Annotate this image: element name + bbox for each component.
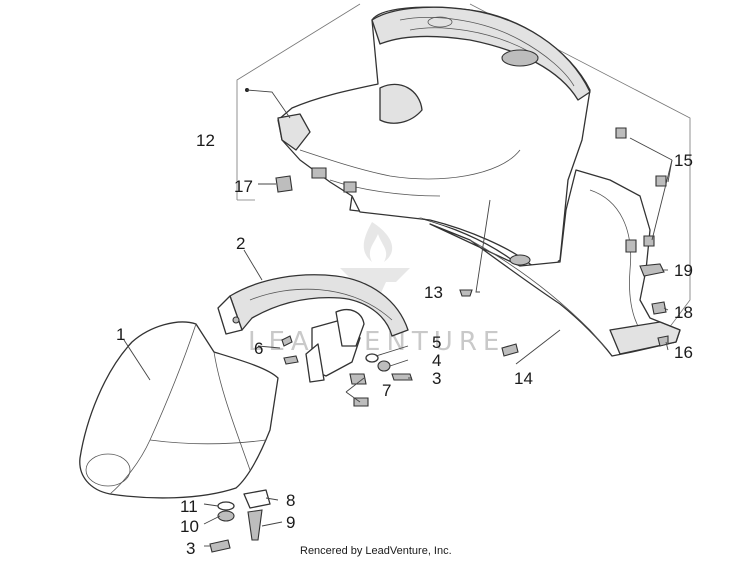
hardware-parts: [209, 127, 669, 553]
bracket-8-part: [243, 489, 271, 509]
footer-credit: Rencered by LeadVenture, Inc.: [300, 545, 452, 557]
part-16: [657, 335, 669, 347]
callout-2: 2: [236, 234, 245, 253]
callout-4: 4: [432, 351, 441, 370]
clip-15a-part: [615, 127, 627, 139]
clip-15c-part: [643, 235, 655, 247]
callout-9: 9: [286, 513, 295, 532]
watermark-logo: [340, 222, 410, 306]
callout-5: 5: [432, 333, 441, 352]
callout-16: 16: [674, 343, 693, 362]
callout-12: 12: [196, 131, 215, 150]
grommet-19-part: [639, 263, 665, 277]
bolt-3-part: [391, 373, 413, 381]
callout-14: 14: [514, 369, 533, 388]
inner-shield-part: [277, 6, 591, 271]
callout-1: 1: [116, 325, 125, 344]
clip-7a-part: [349, 373, 367, 385]
screw-13-part: [459, 289, 473, 297]
callout-17: 17: [234, 177, 253, 196]
screw-9-part: [247, 509, 263, 541]
callout-15: 15: [674, 151, 693, 170]
bolt-14-part: [501, 343, 519, 357]
callout-6: 6: [254, 339, 263, 358]
lower-panel-part: [429, 169, 681, 357]
callout-3: 3: [432, 369, 441, 388]
nut-10-part: [217, 510, 235, 522]
callout-10: 10: [180, 517, 199, 536]
callouts: 1 2 3 3 4 5 6 7 8 9 10 11 12 13 14 15 16…: [116, 131, 693, 558]
washer-11-part: [217, 501, 235, 511]
callout-7: 7: [382, 381, 391, 400]
washer-5-part: [365, 353, 379, 363]
rear-mudguard-part: [217, 274, 409, 383]
leader-lines: [123, 88, 673, 547]
screw-6a-part: [281, 335, 293, 347]
callout-13: 13: [424, 283, 443, 302]
bolt-3b-part: [209, 539, 231, 553]
clip-15b-part: [655, 175, 667, 187]
nut-4-part: [377, 360, 391, 372]
front-mudguard-part: [79, 321, 279, 499]
callout-3-bottom: 3: [186, 539, 195, 558]
callout-19: 19: [674, 261, 693, 280]
assembly-frame: [236, 3, 691, 341]
callout-8: 8: [286, 491, 295, 510]
callout-11: 11: [180, 497, 198, 516]
callout-18: 18: [674, 303, 693, 322]
screw-6b-part: [283, 355, 299, 365]
clip-17-part: [275, 175, 293, 193]
clip-18-part: [651, 301, 667, 315]
